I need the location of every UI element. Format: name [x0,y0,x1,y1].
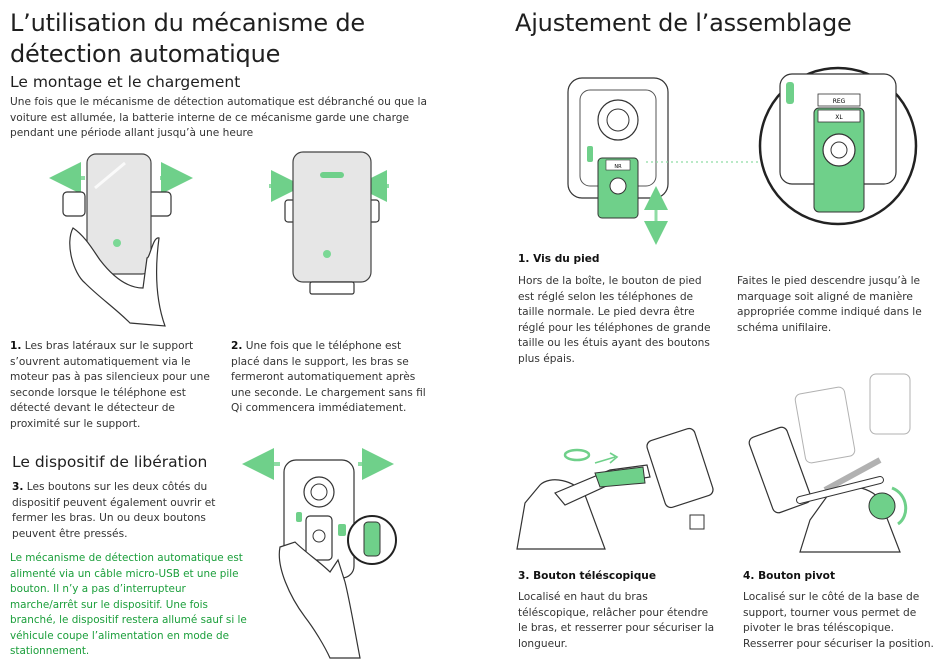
step-1-text: Les bras latéraux sur le support s’ouvre… [10,340,210,430]
page-title-left: L’utilisation du mécanisme de détection … [10,8,480,70]
sensor-dot-icon [113,239,121,247]
xl-label: XL [835,114,843,121]
step-3-number: 3. [12,481,24,493]
vis-text-1: Hors de la boîte, le bouton de pied est … [518,275,711,365]
page-title-right: Ajustement de l’assemblage [515,9,852,37]
illustration-foot-zoom: REG XL [758,66,918,226]
vis-text-2: Faites le pied descendre jusqu’à le marq… [737,275,922,334]
tele-text: Localisé en haut du bras téléscopique, r… [518,591,715,650]
step-2-text: Une fois que le téléphone est placé dans… [231,340,426,414]
step-1-number: 1. [10,340,22,352]
foot-marker-label: NR [614,164,622,170]
illustration-arms-open [49,153,193,327]
illustration-telescopic [516,427,714,550]
step-3: 3. Les boutons sur les deux côtés du dis… [12,480,227,542]
illustration-arms-close [269,151,389,295]
step-1: 1. Les bras latéraux sur le support s’ou… [10,339,210,432]
pivot-text: Localisé sur le côté de la base de suppo… [743,591,934,650]
illustration-release-buttons [242,448,397,659]
illustration-pivot [748,373,911,553]
rotate-arrow-icon [891,486,908,526]
phone-in-holder-icon [292,151,372,283]
title-line-1: L’utilisation du mécanisme de [10,9,365,37]
pivot-title: 4. Bouton pivot [743,570,836,582]
sensor-dot-icon [323,250,331,258]
section-title-release: Le dispositif de libération [12,453,208,471]
rotate-knob-icon [563,448,591,462]
step-2: 2. Une fois que le téléphone est placé d… [231,339,431,417]
tele-title: 3. Bouton téléscopique [518,570,657,582]
reg-label: REG [833,98,846,105]
holder-pivot-icon [748,426,812,514]
arrow-extend-icon [594,452,619,464]
holder-side-icon [646,427,714,509]
mounting-intro: Une fois que le mécanisme de détection a… [10,96,427,139]
section-title-mounting: Le montage et le chargement [10,73,241,91]
vis-title: 1. Vis du pied [518,253,600,265]
illustration-foot-adjust: NR [567,77,760,245]
step-2-number: 2. [231,340,243,352]
phone-icon [86,153,152,275]
step-3-text: Les boutons sur les deux côtés du dispos… [12,481,216,540]
pivot-knob-icon [868,492,896,520]
green-note: Le mécanisme de détection automatique es… [10,552,247,657]
title-line-2: détection automatique [10,40,281,68]
hand-icon [69,227,166,327]
